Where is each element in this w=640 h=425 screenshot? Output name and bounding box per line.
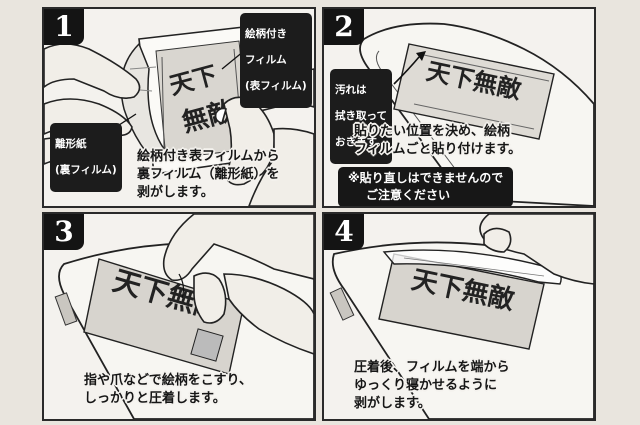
step-4-caption: 圧着後、フィルムを端から ゆっくり寝かせるように 剥がします。 — [354, 360, 510, 411]
step-4-number: 4 — [324, 214, 364, 250]
step-2-caption: 貼りたい位置を決め、絵柄 フィルムごと貼り付けます。 — [354, 124, 522, 157]
step-2-panel: 2 天下無敵 汚れは 拭き取って おきます。 貼りたい位置を決め、絵柄 — [322, 7, 596, 208]
reapply-warning-note: ※貼り直しはできませんので ご注意ください — [338, 167, 514, 206]
step-3-caption: 指や爪などで絵柄をこすり、 しっかりと圧着します。 — [84, 373, 252, 406]
step-3-panel: 3 天下無敵 指や爪などで絵柄をこすり、 しっかりと圧着します。 — [42, 212, 316, 421]
step-2-number: 2 — [324, 9, 364, 45]
step-1-number: 1 — [44, 9, 84, 45]
step-1-caption: 絵柄付き表フィルムから 裏フィルム（離形紙）を 剥がします。 — [137, 149, 280, 200]
front-film-label: 絵柄付き フィルム (表フィルム) — [240, 13, 312, 108]
peeling-hand-image — [479, 214, 594, 285]
release-paper-label: 離形紙 (裏フィルム) — [50, 123, 122, 192]
rubbing-hand-image — [162, 214, 314, 355]
step-4-illustration: 天下無敵 — [329, 214, 594, 419]
step-1-panel: 1 天下 無敵 — [42, 7, 316, 208]
wipe-dirt-label: 汚れは 拭き取って おきます。 — [330, 69, 392, 164]
step-3-illustration: 天下無敵 — [54, 214, 314, 419]
step-4-panel: 4 天下無敵 圧着後、フィルムを端から — [322, 212, 596, 421]
applied-sticker-image: 天下無敵 — [393, 43, 555, 140]
step-3-number: 3 — [44, 214, 84, 250]
